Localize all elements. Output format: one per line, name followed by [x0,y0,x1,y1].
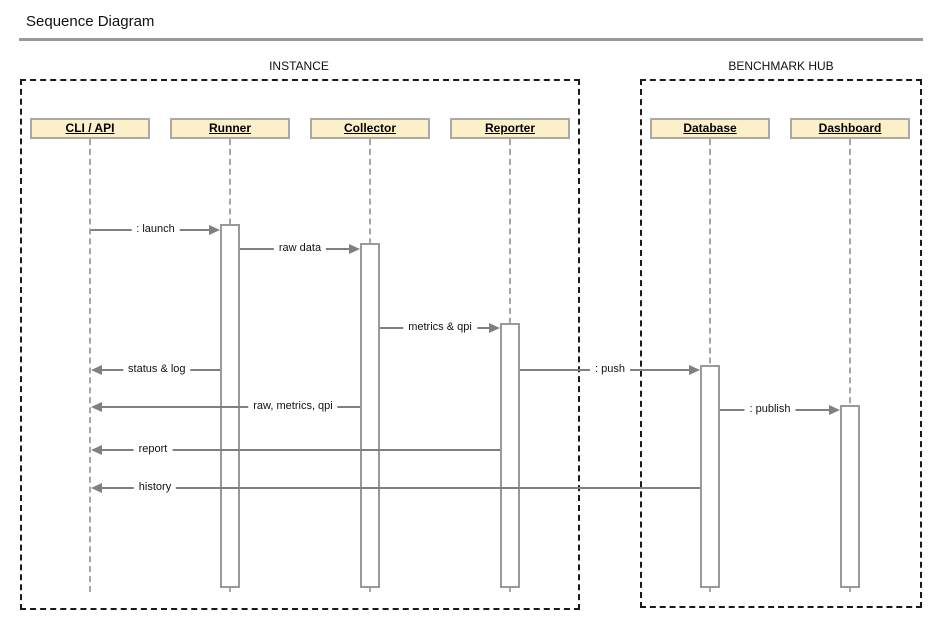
participant-cli-api: CLI / API [30,118,150,139]
message-publish: : publish [720,402,840,417]
message-label: status & log [123,362,191,377]
message-label: : push [590,362,630,377]
title-divider [19,38,923,41]
message-label: : launch [131,222,180,237]
message-label: raw data [273,241,327,256]
message-label: raw, metrics, qpi [248,399,338,414]
message-label: : publish [744,402,796,417]
arrowhead [91,483,102,493]
arrowhead [91,445,102,455]
page-title: Sequence Diagram [26,13,155,30]
participant-dashboard: Dashboard [790,118,910,139]
message-line [100,449,500,451]
message-label: metrics & qpi [403,320,477,335]
lifeline-dashboard [849,139,851,592]
activation-collector [360,243,380,588]
participant-database: Database [650,118,770,139]
activation-database [700,365,720,588]
arrowhead [91,402,102,412]
message-push: : push [520,362,700,377]
message-label: report [133,442,173,457]
message-line [100,406,360,408]
participant-reporter: Reporter [450,118,570,139]
activation-dashboard [840,405,860,588]
message-raw-metrics-qpi: raw, metrics, qpi [91,399,360,414]
message-history: history [91,480,700,495]
message-raw-data: raw data [240,241,360,256]
participant-runner: Runner [170,118,290,139]
message-launch: : launch [91,222,220,237]
message-report: report [91,442,500,457]
frame-benchmark-hub [640,79,922,608]
message-line [100,487,700,489]
message-metrics-qpi: metrics & qpi [380,320,500,335]
activation-reporter [500,323,520,588]
arrowhead [829,405,840,415]
message-status-log: status & log [91,362,220,377]
arrowhead [689,365,700,375]
arrowhead [489,323,500,333]
arrowhead [91,365,102,375]
arrowhead [209,225,220,235]
frame-label-instance: INSTANCE [269,59,329,73]
participant-collector: Collector [310,118,430,139]
frame-label-benchmark-hub: BENCHMARK HUB [728,59,834,73]
arrowhead [349,244,360,254]
frame-instance [20,79,580,610]
message-label: history [133,480,177,495]
lifeline-cli-api [89,139,91,592]
